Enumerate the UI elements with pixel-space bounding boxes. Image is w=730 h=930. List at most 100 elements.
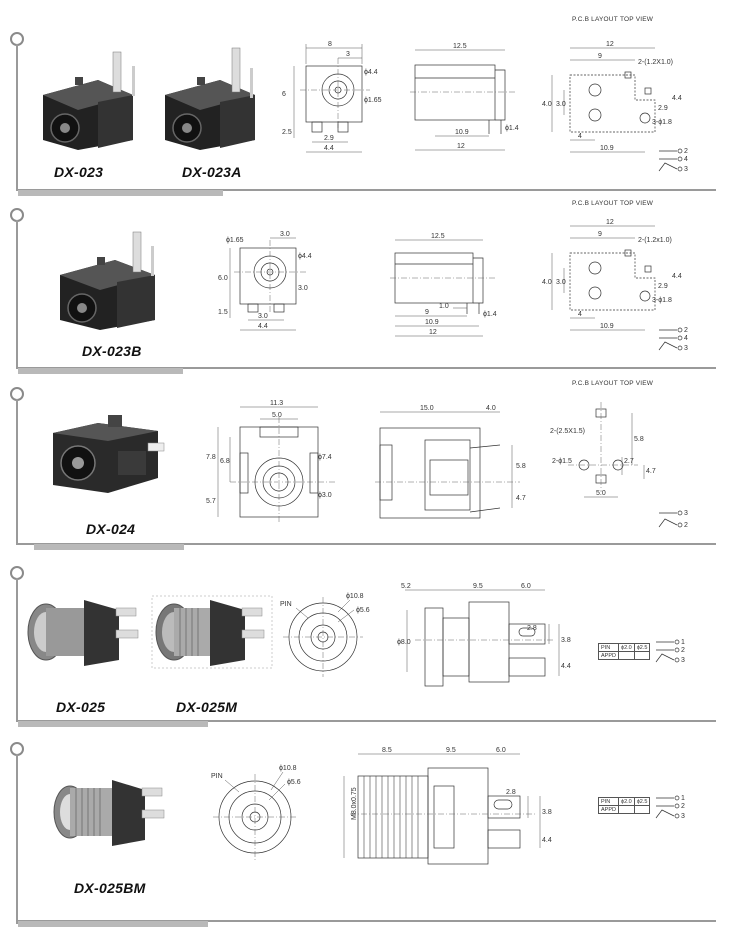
model-label: DX-024 xyxy=(86,521,136,537)
legend-number: 2 xyxy=(681,647,685,654)
dim-label: 3.8 xyxy=(561,637,571,644)
dim-label: 4.4 xyxy=(672,95,682,102)
dim-label: 3.8 xyxy=(542,809,552,816)
dim-label: 4.0 xyxy=(542,101,552,108)
dim-label: ϕ8.0 xyxy=(397,639,411,646)
dim-label: 3 xyxy=(346,51,350,58)
legend-number: 2 xyxy=(684,148,688,155)
dim-label: 3-ϕ1.8 xyxy=(652,119,672,126)
dim-label: ϕ10.8 xyxy=(346,593,364,600)
rail-horizontal xyxy=(16,543,716,545)
legend-number: 2 xyxy=(681,803,685,810)
dim-label: 2.5 xyxy=(282,129,292,136)
table-cell: APPD xyxy=(598,651,619,660)
dim-label: 12.5 xyxy=(453,43,467,50)
front-view-drawing: ϕ1.65 3.0 ϕ4.4 6.0 3.0 1.5 3.0 4.4 xyxy=(218,231,312,331)
dim-label: 5.0 xyxy=(596,490,606,497)
dim-label: 3.0 xyxy=(280,231,290,238)
side-view-drawing: 12.5 1.0 9 10.9 12 ϕ1.4 xyxy=(390,233,497,337)
dim-label: 6.0 xyxy=(218,275,228,282)
dim-label: 4.0 xyxy=(542,279,552,286)
table-row: PIN ϕ2.0 ϕ2.5 xyxy=(598,643,651,652)
rail-vertical xyxy=(16,578,18,722)
dim-label: ϕ1.65 xyxy=(364,97,382,104)
dim-label: 4.4 xyxy=(542,837,552,844)
legend-number: 4 xyxy=(684,156,688,163)
table-cell xyxy=(617,805,635,814)
dim-label: 2.8 xyxy=(506,789,516,796)
legend-number: 4 xyxy=(684,335,688,342)
dim-label: ϕ1.4 xyxy=(483,311,497,318)
section-dx-023: DX-023 DX-023A 8 3 ϕ4.4 ϕ1.65 6 2.5 2.9 … xyxy=(0,0,730,200)
model-label: DX-025M xyxy=(176,699,238,715)
section-dx-023b: DX-023B ϕ1.65 3.0 ϕ4.4 6.0 3.0 1.5 3.0 4… xyxy=(0,200,730,375)
dim-label: 3.0 xyxy=(556,279,566,286)
top-view-header: TOP VIEW xyxy=(620,200,654,207)
dim-label: 10.9 xyxy=(600,145,614,152)
dim-label: PIN xyxy=(211,773,223,780)
photo-dx-025m xyxy=(151,595,273,669)
dim-label: ϕ4.4 xyxy=(364,69,378,76)
top-view-header: TOP VIEW xyxy=(620,16,654,23)
legend-number: 3 xyxy=(684,345,688,352)
dim-label: 3.0 xyxy=(298,285,308,292)
dim-label: 9 xyxy=(598,231,602,238)
dim-label: 4.0 xyxy=(486,405,496,412)
table-row: PIN ϕ2.0 ϕ2.5 xyxy=(598,797,651,806)
rail-vertical xyxy=(16,220,18,368)
dim-label: 5.8 xyxy=(634,436,644,443)
side-view-drawing: 5.2 9.5 6.0 ϕ8.0 2.8 3.8 4.4 xyxy=(397,583,571,687)
top-view-header: TOP VIEW xyxy=(620,380,654,387)
model-label: DX-023B xyxy=(82,343,142,359)
pcb-layout-drawing: 2-(2.5X1.5) 2-ϕ1.5 5.8 2.7 4.7 5.0 xyxy=(550,402,656,498)
rail-horizontal xyxy=(16,720,716,722)
dim-label: 9 xyxy=(425,309,429,316)
dim-label: 2.9 xyxy=(658,283,668,290)
legend-number: 3 xyxy=(681,813,685,820)
pcb-layout-header: P.C.B LAYOUT xyxy=(572,380,618,387)
table-cell: APPD xyxy=(598,805,619,814)
dim-label: ϕ7.4 xyxy=(318,454,332,461)
dim-label: 4 xyxy=(578,133,582,140)
dim-label: 4.4 xyxy=(561,663,571,670)
table-cell xyxy=(633,805,651,814)
rail-vertical xyxy=(16,399,18,545)
section-dx-025: DX-025 DX-025M PIN ϕ10.8 ϕ5.6 5.2 9.5 6.… xyxy=(0,550,730,730)
dim-label: 2.7 xyxy=(624,458,634,465)
dim-label: 2-(1.2X1.0) xyxy=(638,59,673,66)
dim-label: 6.0 xyxy=(496,747,506,754)
dim-label: 9.5 xyxy=(446,747,456,754)
table-cell: PIN xyxy=(598,643,619,652)
dim-label: 8.5 xyxy=(382,747,392,754)
rail-bar xyxy=(18,190,223,196)
model-label: DX-025BM xyxy=(74,880,146,896)
dim-label: 4 xyxy=(578,311,582,318)
dim-label: 5.7 xyxy=(206,498,216,505)
front-view-drawing: PIN ϕ10.8 ϕ5.6 xyxy=(280,593,370,677)
dim-label: 4.4 xyxy=(672,273,682,280)
dim-label: 1.0 xyxy=(439,303,449,310)
dim-label: 7.8 xyxy=(206,454,216,461)
pcb-layout-header: P.C.B LAYOUT xyxy=(572,200,618,207)
legend-number: 3 xyxy=(684,510,688,517)
section-dx-024: DX-024 11.3 5.0 7.8 6.8 5.7 ϕ7.4 ϕ3.0 xyxy=(0,375,730,550)
table-cell xyxy=(617,651,635,660)
rail-horizontal xyxy=(16,189,716,191)
rail-bar xyxy=(18,721,208,727)
dim-label: 2.8 xyxy=(527,625,537,632)
legend-number: 1 xyxy=(681,795,685,802)
dim-label: 12 xyxy=(429,329,437,336)
dim-label: 6.8 xyxy=(220,458,230,465)
dim-label: ϕ10.8 xyxy=(279,765,297,772)
model-label: DX-023 xyxy=(54,164,104,180)
dim-label: 10.9 xyxy=(600,323,614,330)
side-view-drawing: 12.5 10.9 12 ϕ1.4 xyxy=(410,43,519,151)
dim-label: 2-ϕ1.5 xyxy=(552,458,572,465)
rail-bar xyxy=(18,921,208,927)
dim-label: 12 xyxy=(606,219,614,226)
dim-label: 2.9 xyxy=(658,105,668,112)
dim-label: 8 xyxy=(328,41,332,48)
table-cell: PIN xyxy=(598,797,619,806)
rail-horizontal xyxy=(16,367,716,369)
dim-label: 12 xyxy=(606,41,614,48)
